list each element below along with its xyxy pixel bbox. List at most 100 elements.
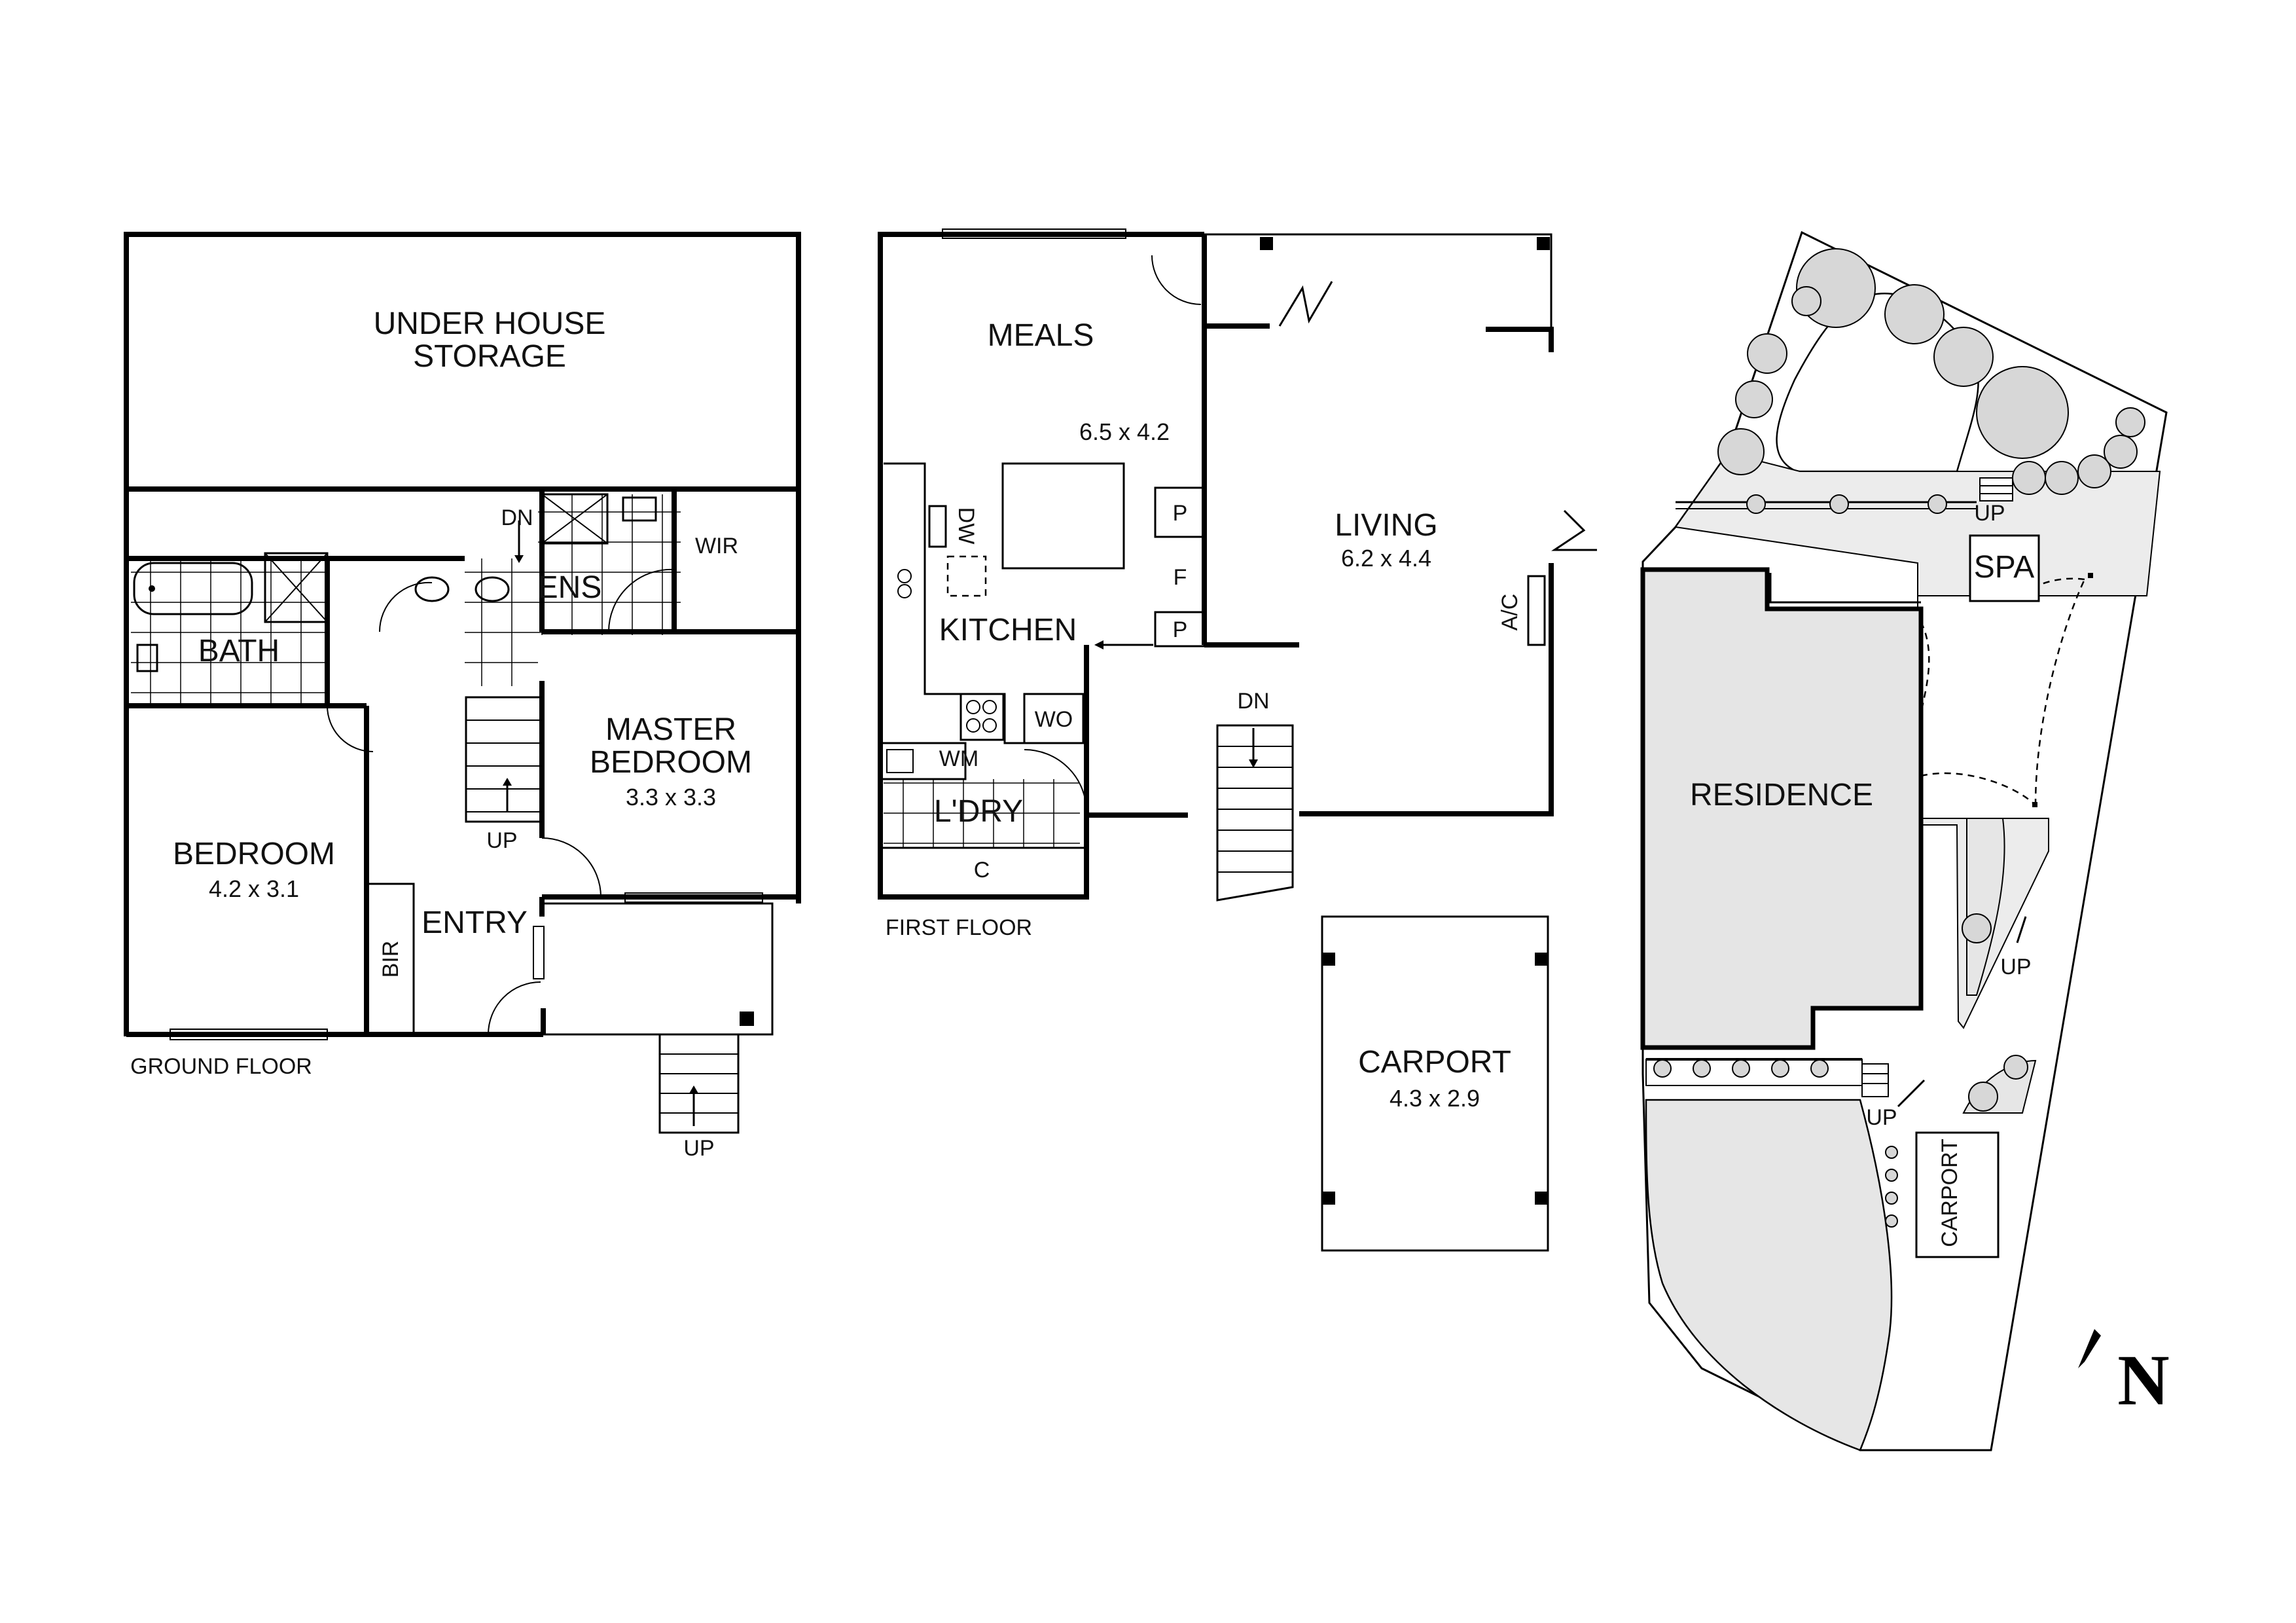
tree-icon	[2104, 435, 2138, 469]
master-bedroom-dims: 3.3 x 3.3	[626, 784, 716, 811]
toilet-icon	[622, 496, 657, 522]
ens-floor-tiles	[538, 494, 681, 635]
tap-dot	[149, 585, 155, 592]
tree-icon	[1746, 494, 1766, 514]
side-lawn	[1966, 818, 2005, 996]
bir-cupboard	[365, 883, 415, 1036]
spa-outline	[1969, 534, 2040, 602]
door-arc	[1151, 255, 1202, 305]
shape-rect	[740, 1012, 754, 1026]
shape-circle	[966, 700, 980, 714]
sliding-door	[1551, 509, 1597, 551]
fridge-label: F	[1174, 565, 1187, 590]
shape-rect	[1260, 237, 1273, 250]
spa-label: SPA	[1974, 550, 2034, 585]
carport-dims: 4.3 x 2.9	[1390, 1085, 1480, 1112]
deck-outline	[1204, 233, 1552, 329]
tree-icon	[1933, 327, 1994, 387]
door-arc	[327, 705, 374, 752]
shape-rect	[658, 1033, 740, 1134]
tree-icon	[1717, 428, 1765, 475]
tree-icon	[1976, 366, 2069, 459]
ens-label: ENS	[537, 570, 602, 605]
dishwasher	[928, 505, 947, 548]
pantry-cupboard	[1154, 611, 1206, 647]
tree-icon	[2012, 461, 2046, 495]
pantry-cupboard	[1154, 486, 1206, 538]
shape-rect	[2032, 802, 2037, 807]
meals-dims: 6.5 x 4.2	[1079, 418, 1170, 445]
tree-icon	[1928, 494, 1947, 514]
cupboard-label: C	[974, 858, 990, 883]
tree-icon	[1884, 284, 1945, 344]
up-label-site: UP	[1974, 501, 2005, 526]
shape-polygon	[689, 1085, 698, 1093]
shape-rect	[1535, 1192, 1548, 1205]
site-carport-outline	[1915, 1131, 2000, 1258]
living-dims: 6.2 x 4.4	[1341, 545, 1431, 572]
tree-icon	[1791, 286, 1821, 316]
terrace-area	[1674, 452, 2161, 1029]
meals-label: MEALS	[988, 318, 1094, 353]
trees	[1653, 248, 2145, 1228]
shape-circle	[966, 718, 980, 733]
laundry-label: L'DRY	[934, 794, 1023, 829]
wir-label: WIR	[695, 534, 738, 558]
washing-machine	[879, 742, 967, 780]
tree-icon	[2045, 461, 2079, 495]
first-floor-stairs	[1216, 724, 1294, 902]
bath-tiles	[131, 558, 327, 708]
ground-floor-caption: GROUND FLOOR	[130, 1054, 312, 1079]
ac-unit	[1527, 575, 1546, 646]
vanity-icon	[136, 644, 158, 672]
shape-polygon	[1094, 640, 1103, 649]
lower-lawn	[1645, 1099, 1893, 1451]
site-stairs	[1979, 477, 2013, 501]
tree-icon	[1885, 1214, 1898, 1228]
door-arc	[541, 837, 601, 898]
first-floor-outer-wall	[878, 232, 1204, 900]
tree-icon	[1885, 1169, 1898, 1182]
bedroom-dims: 4.2 x 3.1	[209, 875, 299, 902]
tree-icon	[1968, 1082, 1998, 1112]
basin-icon	[475, 576, 510, 602]
shape-rect	[1535, 953, 1548, 966]
carport-label: CARPORT	[1358, 1045, 1511, 1080]
ens-shower-icon	[541, 493, 609, 545]
cooktop-icon	[960, 693, 1005, 741]
shape-rect	[1645, 1059, 1863, 1086]
shape-polyline	[1486, 327, 1554, 352]
shape-circle	[897, 584, 912, 598]
window	[942, 228, 1126, 239]
tree-icon	[1693, 1059, 1711, 1078]
tree-icon	[1653, 1059, 1672, 1078]
window	[533, 926, 545, 979]
shape-rect	[2088, 573, 2093, 578]
bir-label: BIR	[378, 941, 403, 978]
shape-rect	[1322, 1192, 1335, 1205]
tree-icon	[1732, 1059, 1750, 1078]
residence-building	[1640, 567, 1924, 1050]
tree-icon	[2077, 454, 2111, 488]
tree-icon	[1962, 913, 1992, 943]
shower-icon	[264, 552, 329, 623]
site-plan: RESIDENCE SPA CARPORT UP UP UP N	[1640, 230, 2170, 1451]
up-arrow	[2016, 916, 2027, 943]
door-arc	[378, 581, 433, 632]
first-floor-plan: MEALS 6.5 x 4.2 LIVING 6.2 x 4.4 KITCHEN…	[878, 228, 1597, 1252]
path-dashed	[1920, 621, 1930, 714]
line-stroke	[264, 553, 328, 623]
pantry-label-2: P	[1173, 617, 1188, 642]
ground-floor-outer-wall	[124, 232, 801, 1036]
north-arrow-icon	[2078, 1329, 2101, 1368]
door-arc	[1024, 749, 1087, 812]
tree-icon	[1829, 494, 1849, 514]
under-house-storage-label-2: STORAGE	[413, 339, 566, 374]
first-floor-caption: FIRST FLOOR	[886, 915, 1032, 940]
tree-icon	[1771, 1059, 1789, 1078]
tree-icon	[2003, 1055, 2028, 1080]
line-stroke	[541, 494, 608, 544]
shape-rect	[465, 696, 543, 823]
ac-label: A/C	[1498, 594, 1522, 631]
